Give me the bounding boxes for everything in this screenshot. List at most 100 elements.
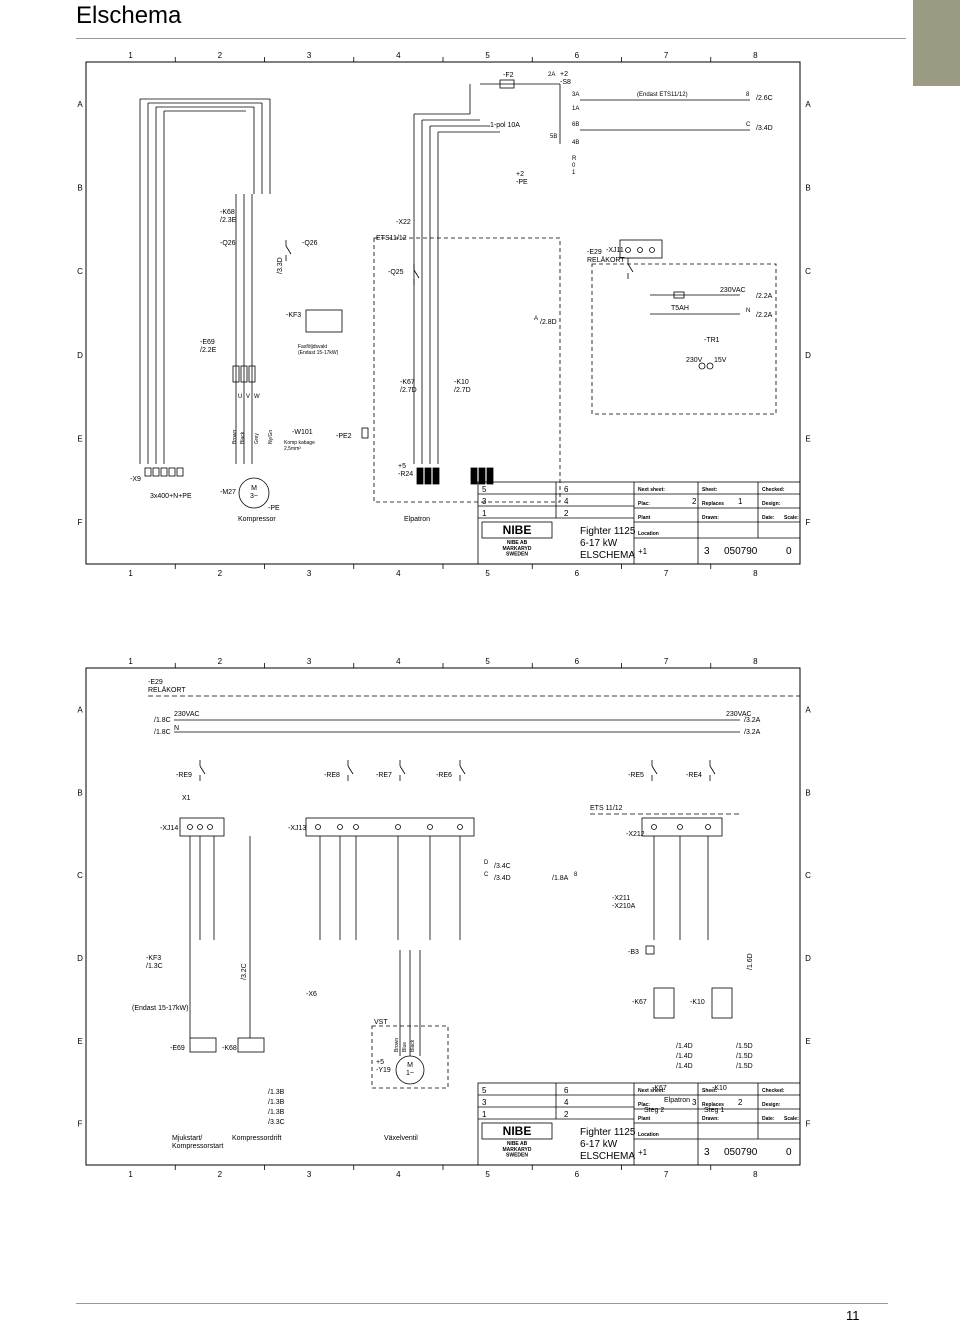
heater-element — [470, 467, 478, 485]
column-label-bottom: 7 — [664, 1170, 669, 1179]
e69-label: -E69/2.2E — [200, 339, 217, 354]
xj13-terminal — [457, 824, 463, 830]
fasfoljdsvakt-label: Fasföljdsvakt(Endast 15-17kW) — [298, 344, 339, 356]
checked-label: Checked: — [762, 1088, 785, 1094]
row-label-right: F — [806, 1120, 811, 1129]
n-label: N — [174, 725, 179, 732]
column-label-top: 7 — [664, 657, 669, 666]
xj14-terminal — [207, 824, 213, 830]
s8-2a-label: 2A — [548, 72, 555, 78]
ref-3-4c: /3.4C — [494, 863, 511, 870]
column-label-bottom: 4 — [396, 1170, 401, 1179]
k10-contact-ref: /1.5D — [736, 1043, 753, 1050]
row-label-left: D — [77, 351, 83, 360]
column-label-bottom: 7 — [664, 569, 669, 578]
row-label-right: D — [805, 954, 811, 963]
wire-d-label: D — [484, 860, 489, 866]
brand-logo-frame — [481, 1122, 553, 1140]
steg1-caption: Steg 1 — [704, 1107, 724, 1114]
drawing-number-prefix: 3 — [704, 546, 710, 557]
drawing-number: 050790 — [724, 546, 758, 557]
revision-index: 3 — [482, 1098, 487, 1107]
pe2-terminal — [361, 427, 369, 439]
vst-label: VST — [374, 1019, 388, 1026]
row-label-left: E — [77, 1037, 82, 1046]
transformer-coil — [698, 362, 706, 370]
row-label-left: A — [77, 705, 83, 714]
product-name: Fighter 1125 — [580, 526, 636, 537]
k68-contact-ref: /1.3B — [268, 1089, 285, 1096]
column-label-top: 8 — [753, 657, 758, 666]
row-label-left: B — [77, 788, 82, 797]
column-label-bottom: 5 — [485, 1170, 490, 1179]
column-label-top: 7 — [664, 51, 669, 60]
wire-n-label: N — [746, 308, 750, 314]
column-label-top: 4 — [396, 51, 401, 60]
x6-label: -X6 — [306, 991, 317, 998]
brand-logo: NIBE — [503, 523, 532, 537]
product-power: 6-17 kW — [580, 538, 618, 549]
row-label-left: D — [77, 954, 83, 963]
row-label-right: D — [805, 351, 811, 360]
xj11-terminal — [625, 247, 631, 253]
s8-4b-label: 4B — [572, 140, 579, 146]
wire-8-label: 8 — [746, 92, 750, 98]
b3-sensor — [645, 945, 655, 955]
sheet-label: Sheet: — [702, 487, 718, 493]
k67-contact-ref: /1.4D — [676, 1043, 693, 1050]
column-label-bottom: 4 — [396, 569, 401, 578]
plac-label: Plac: — [638, 501, 650, 507]
k10-contact-ref: /1.5D — [736, 1063, 753, 1070]
heater-element — [486, 467, 494, 485]
plac-label: Plac: — [638, 1102, 650, 1108]
ref-3-2a-b: /3.2A — [744, 729, 761, 736]
x212-label: -X212 — [626, 831, 645, 838]
k67-contact-ref: /1.4D — [676, 1063, 693, 1070]
location-value: +1 — [638, 547, 648, 556]
x9-terminal — [144, 467, 152, 477]
transformer-coil — [706, 362, 714, 370]
date-label: Date: — [762, 515, 775, 521]
re4-label: -RE4 — [686, 772, 702, 779]
k68-contact-ref: /3.3C — [268, 1119, 285, 1126]
pe-plus-label: +2-PE — [516, 171, 528, 186]
x211-label: -X211-X210A — [612, 895, 636, 910]
ref-3-4d: /3.4D — [494, 875, 511, 882]
ref-2-2a-b: /2.2A — [756, 312, 773, 319]
revision-value: 0 — [786, 546, 792, 557]
mjukstart-caption: Mjukstart/Kompressorstart — [172, 1135, 223, 1150]
endast-ets-label: (Endast ETS11/12) — [637, 92, 688, 98]
next-sheet-value: 2 — [692, 497, 697, 506]
column-label-bottom: 3 — [307, 569, 312, 578]
title-block-frame — [477, 481, 801, 565]
x212-terminal — [651, 824, 657, 830]
column-label-top: 3 — [307, 657, 312, 666]
scale-label: Scale: — [784, 1116, 799, 1122]
re6-contact — [459, 765, 466, 775]
ets-enclosure — [373, 237, 561, 503]
supply-label: 3x400+N+PE — [150, 493, 192, 500]
plant-label: Plant — [638, 1116, 651, 1122]
next-sheet-label: Next sheet: — [638, 1088, 665, 1094]
brand-logo-frame — [481, 521, 553, 539]
xj13-terminal — [353, 824, 359, 830]
column-label-top: 5 — [485, 51, 490, 60]
re7-label: -RE7 — [376, 772, 392, 779]
x212-connector — [641, 817, 723, 837]
elpatron-caption: Elpatron — [404, 516, 430, 523]
column-label-bottom: 2 — [218, 569, 223, 578]
k68-contact-ref: /1.3B — [268, 1099, 285, 1106]
x9-terminal — [168, 467, 176, 477]
xj11-terminal — [649, 247, 655, 253]
k67-contact-label: -K67 — [652, 1085, 667, 1092]
row-label-left: A — [77, 100, 83, 109]
q26-b-label: -Q26 — [302, 240, 318, 247]
title-block-frame — [477, 1082, 801, 1166]
xj13-terminal — [315, 824, 321, 830]
ref-3-2c: /3.2C — [241, 963, 248, 980]
k67-coil-label: -K67 — [632, 999, 647, 1006]
b3-label: -B3 — [628, 949, 639, 956]
column-label-bottom: 6 — [575, 1170, 580, 1179]
